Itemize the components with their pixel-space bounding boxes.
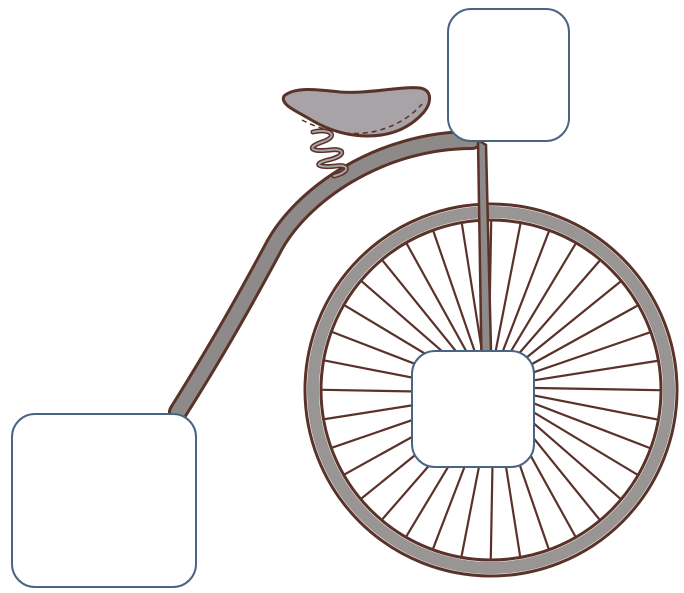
label-box-rear-end[interactable] (11, 413, 197, 588)
label-box-wheel-hub[interactable] (411, 350, 535, 468)
saddle (283, 88, 429, 136)
label-box-handlebar[interactable] (447, 8, 570, 142)
